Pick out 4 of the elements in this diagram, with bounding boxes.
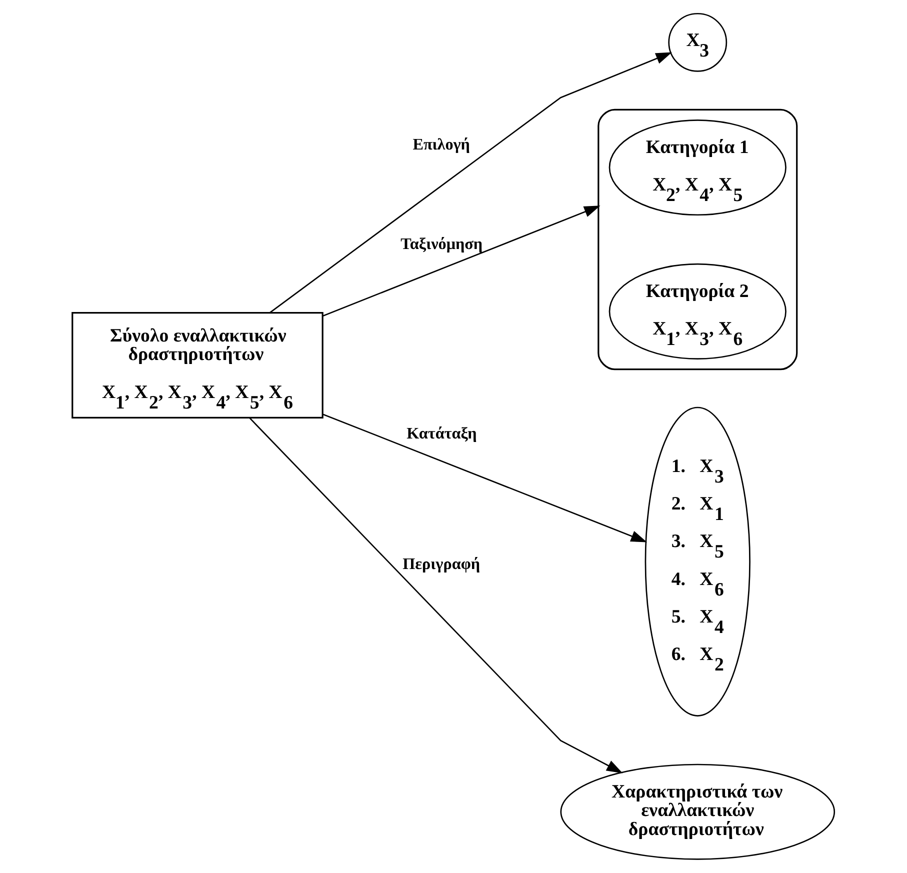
- edge-label: Ταξινόμηση: [400, 236, 483, 254]
- edge-label: Επιλογή: [412, 136, 470, 154]
- edge-label: Κατάταξη: [406, 426, 477, 443]
- edge-label: Περιγραφή: [402, 556, 480, 574]
